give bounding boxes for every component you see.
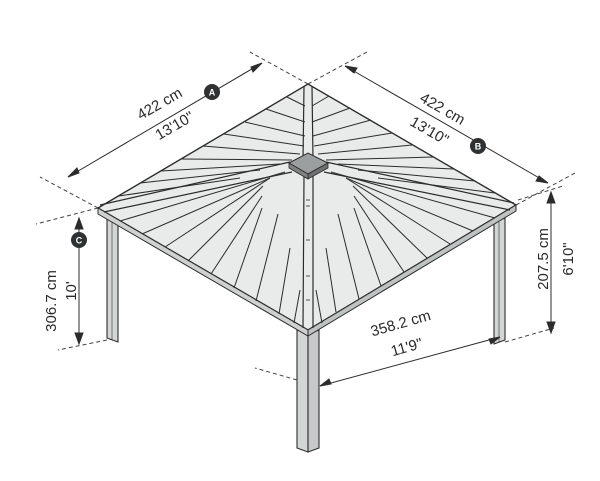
back-right-post [493,217,506,345]
badge-a: A [204,84,220,100]
dim-side-height-metric: 207.5 cm [535,228,552,290]
svg-text:B: B [475,141,482,151]
extension-lines [35,51,576,381]
dim-post-span-metric: 358.2 cm [369,307,433,340]
roof [96,83,518,337]
front-post [296,329,320,453]
roof-hub [287,152,330,180]
badge-b: B [470,138,486,154]
back-left-post [106,217,119,343]
badge-c: C [71,232,87,248]
dim-post-span-imperial: 11'9" [389,335,425,360]
dim-c-imperial: 10' [63,281,80,301]
svg-text:A: A [209,87,216,97]
dim-side-height-imperial: 6'10" [560,242,577,275]
dim-c-metric: 306.7 cm [43,270,60,332]
svg-text:C: C [76,235,83,245]
